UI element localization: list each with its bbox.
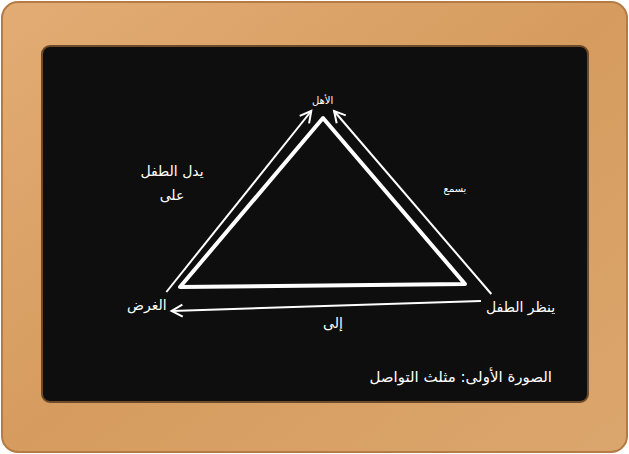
caption: الصورة الأولى: مثلث التواصل [369, 368, 552, 386]
vertex-text: الأهل [312, 95, 333, 106]
vertex-label: الغرض [125, 295, 169, 315]
arrow-head [300, 111, 312, 123]
vertex-text: ينظر الطفل [486, 299, 555, 315]
board-surface [42, 46, 588, 402]
edge-label: يدل الطفل على [132, 160, 212, 208]
arrow-line [172, 301, 481, 311]
arrow-connector [172, 301, 481, 317]
arrow-head [334, 111, 346, 123]
arrow-connector [334, 111, 491, 294]
arrow-head [172, 305, 183, 317]
triangle [180, 118, 465, 287]
vertex-text: الغرض [127, 297, 167, 313]
arrow-line [334, 111, 491, 294]
vertex-label: الأهل [310, 93, 335, 108]
arrow-connector [166, 111, 311, 292]
edge-label: يسمع [435, 180, 475, 197]
arrow-line [166, 111, 311, 292]
edge-label: إلى [313, 312, 353, 336]
vertex-label: ينظر الطفل [484, 297, 557, 317]
